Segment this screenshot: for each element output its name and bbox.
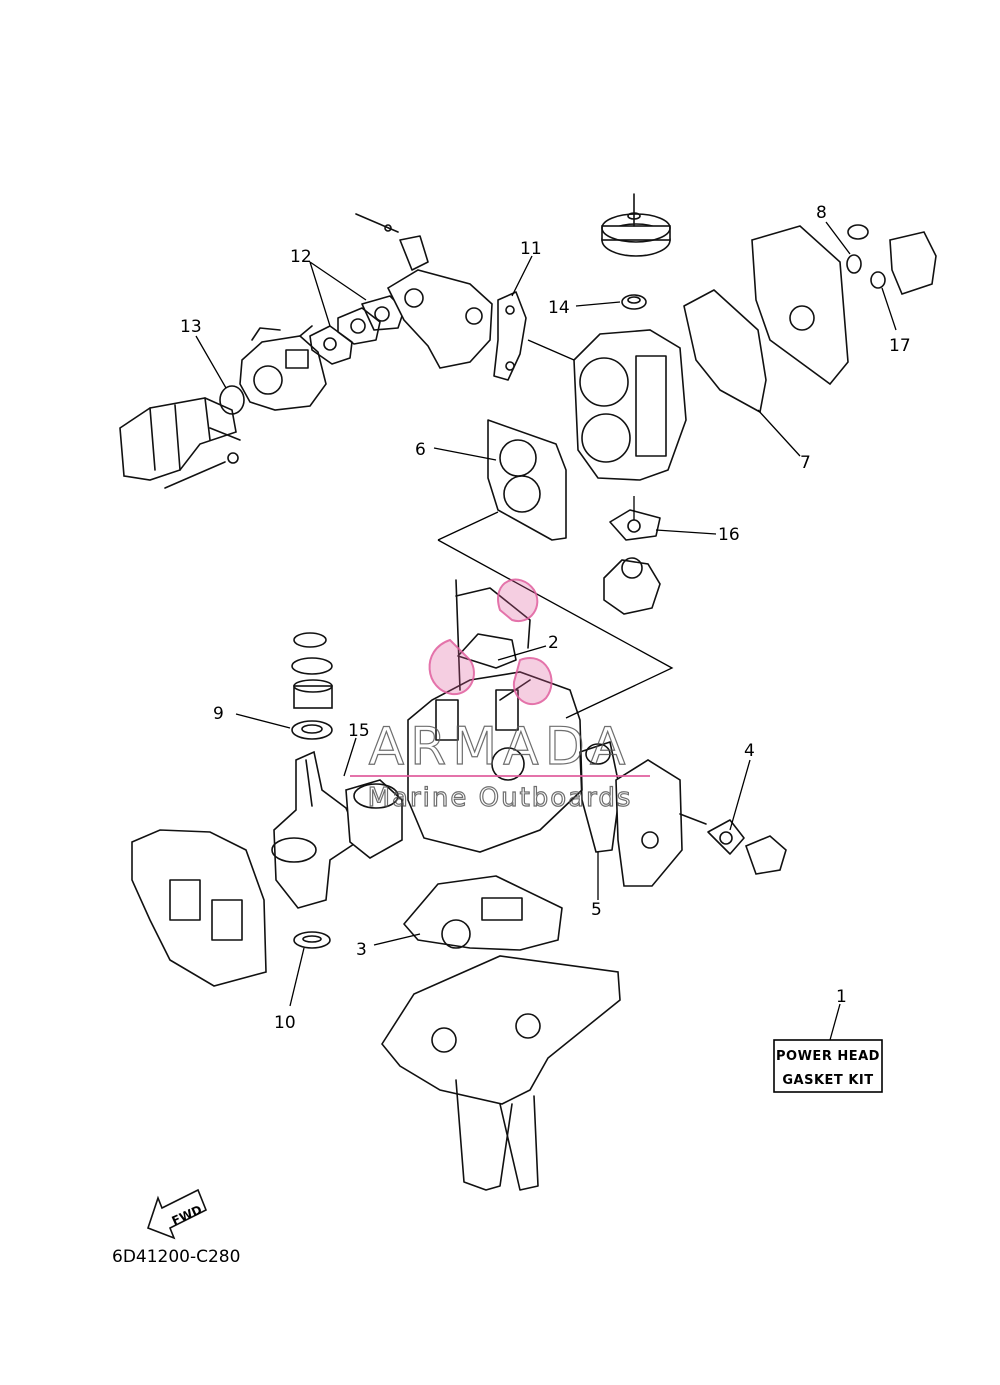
callout-15: 15: [348, 721, 370, 741]
upper-gasket-3: [403, 875, 563, 951]
watermark-brand: ARMADA: [369, 717, 632, 777]
kit-label-line1: POWER HEAD: [776, 1049, 880, 1064]
bearing-stack-part: [291, 632, 333, 709]
callout-6: 6: [415, 440, 426, 460]
head-cover-part: [751, 225, 849, 386]
o-ring-13: [219, 385, 245, 415]
oil-seal-14: [621, 294, 647, 310]
callout-10: 10: [274, 1013, 296, 1033]
cover-gasket-2: [457, 633, 517, 669]
watermark: ARMADA Marine Outboards: [350, 578, 650, 814]
exhaust-cover-part: [615, 759, 707, 887]
head-gasket-6: [487, 419, 567, 541]
cover-gasket-7: [683, 289, 767, 413]
carburetor-part: [239, 325, 327, 411]
fuel-pump-part: [603, 557, 661, 615]
intake-silencer-part: [119, 397, 241, 489]
callout-7: 7: [800, 453, 811, 473]
watermark-tagline: Marine Outboards: [368, 783, 633, 813]
intake-manifold-part: [355, 213, 493, 369]
kit-label-box: POWER HEAD GASKET KIT: [773, 1039, 883, 1093]
oil-seal-9: [291, 720, 333, 740]
callout-9: 9: [213, 704, 224, 724]
callout-3: 3: [356, 940, 367, 960]
callout-5: 5: [591, 900, 602, 920]
carburetor-gasket-12b: [337, 295, 405, 345]
callout-12: 12: [290, 247, 312, 267]
assembly-guide-lines: [437, 339, 674, 719]
callout-13: 13: [180, 317, 202, 337]
callout-11: 11: [520, 239, 542, 259]
cylinder-head-part: [573, 329, 687, 481]
fwd-arrow-icon: FWD: [146, 1188, 208, 1240]
callout-16: 16: [718, 525, 740, 545]
crankshaft-part: [271, 750, 403, 909]
intake-gasket-11: [493, 291, 527, 381]
watermark-logo-icon: [428, 578, 553, 705]
thermostat-cap-part: [744, 835, 787, 875]
crankcase-half-part: [131, 829, 267, 987]
callout-2: 2: [548, 633, 559, 653]
thermostat-gasket-4: [707, 819, 745, 855]
thermostat-part: [847, 224, 937, 295]
pulley-part: [601, 193, 671, 257]
callout-14: 14: [548, 298, 570, 318]
kit-label-line2: GASKET KIT: [782, 1073, 873, 1088]
leader-lines: [195, 221, 897, 1041]
drawing-code: 6D41200-C280: [112, 1247, 240, 1267]
oil-seal-10: [293, 931, 331, 949]
callout-17: 17: [889, 336, 911, 356]
callout-8: 8: [816, 203, 827, 223]
pump-gasket-16: [609, 509, 661, 541]
ring-8-17: [846, 254, 886, 289]
upper-casing-part: [381, 955, 621, 1191]
callout-1: 1: [836, 987, 847, 1007]
crankcase-cylinder-part: [407, 579, 583, 853]
callout-4: 4: [744, 741, 755, 761]
cover-gasket-5: [579, 741, 621, 853]
